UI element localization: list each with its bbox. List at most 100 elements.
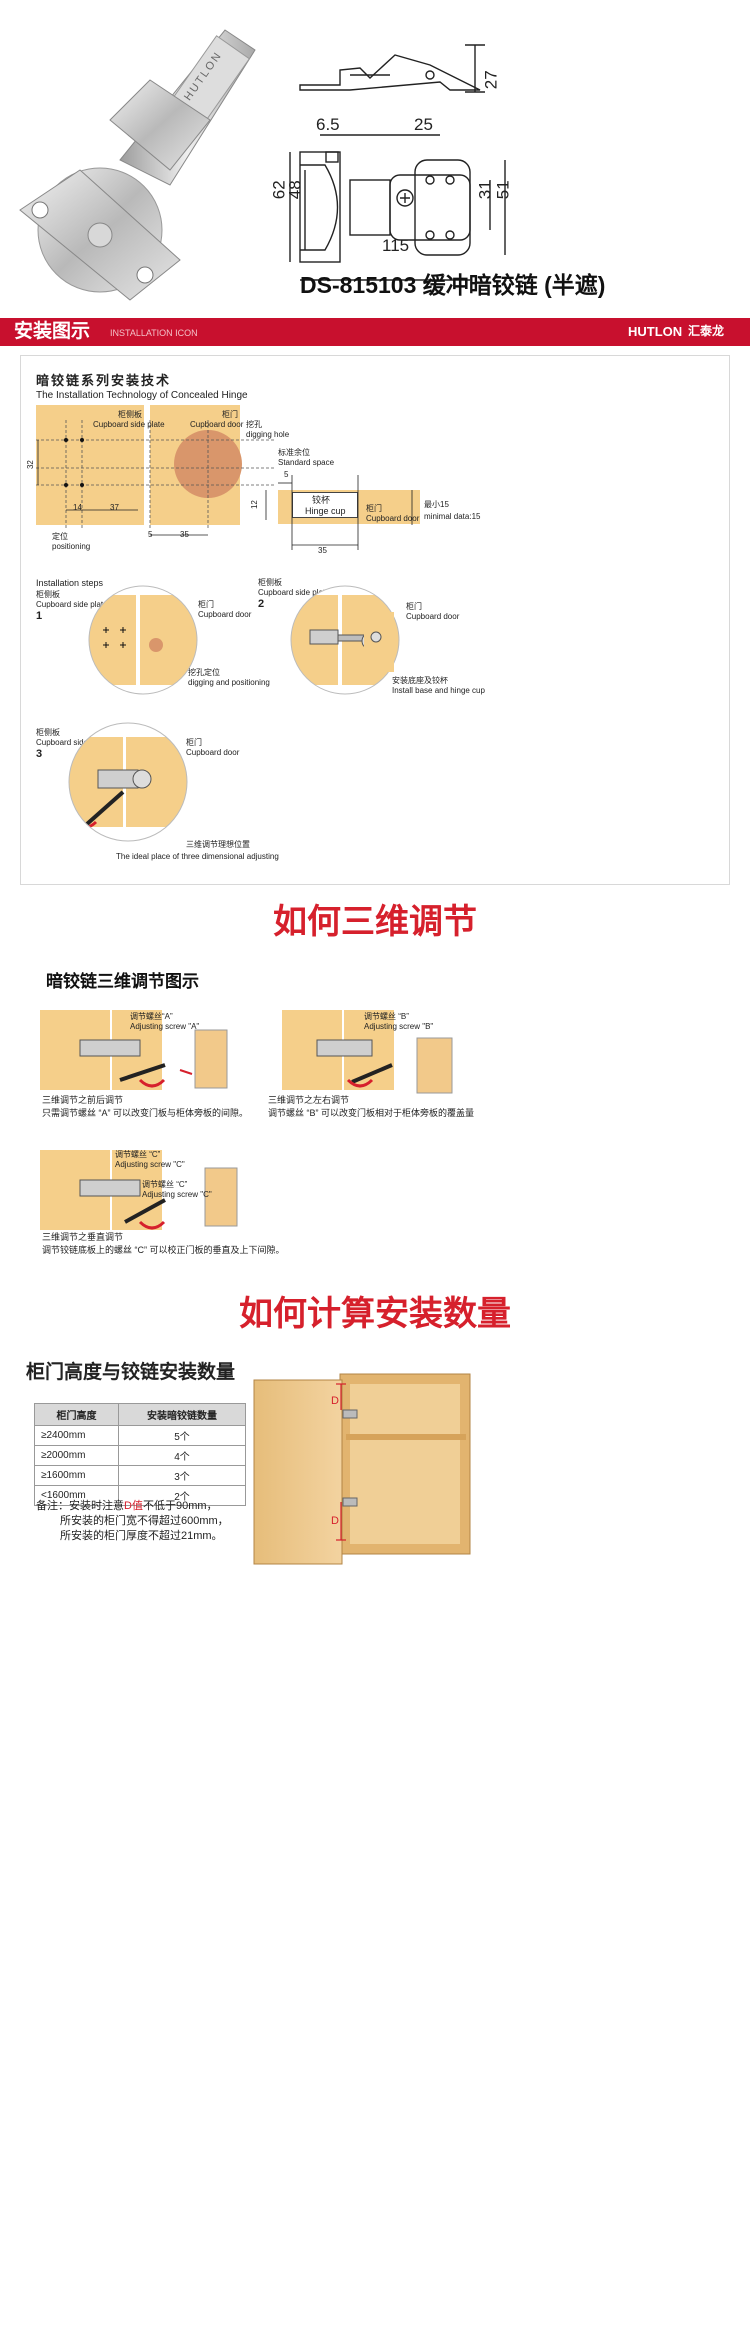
step2-side-en: Cupboard side plate (258, 588, 330, 597)
note-d-value: D值 (124, 1500, 143, 1512)
door-label-cn: 柜门 (222, 410, 238, 419)
table-row: ≥1600mm 3个 (34, 1465, 246, 1486)
table-cell: 5个 (118, 1425, 246, 1446)
dim-48: 48 (285, 180, 305, 200)
install-top-lines (36, 420, 276, 536)
min-data-cn: 最小15 (424, 500, 449, 509)
min-data-en: minimal data:15 (424, 512, 481, 521)
table-header-height: 柜门高度 (34, 1403, 119, 1426)
side-plate-label-en: Cupboard side plate (93, 420, 165, 429)
adjust-c-illustration (40, 1150, 238, 1230)
dim-5b-label: 5 (284, 470, 289, 479)
hinge-photo (19, 29, 256, 301)
adjust-b-label-en: Adjusting screw "B" (364, 1022, 434, 1031)
step1-number: 1 (36, 610, 43, 622)
side-plate-diagram (36, 405, 144, 525)
product-header: HUTLON (0, 0, 750, 318)
table-cell: 2个 (118, 1485, 246, 1506)
install-heading-cn: 暗铰链系列安装技术 (36, 373, 172, 388)
table-row: ≥2400mm 5个 (34, 1425, 246, 1446)
brand-logo-cn: 汇泰龙 (688, 324, 725, 338)
install-steps-label: Installation steps (36, 578, 104, 588)
dim-27: 27 (481, 70, 501, 90)
step3-side-cn: 柜侧板 (36, 728, 60, 737)
adjust-c-label1-cn: 调节螺丝 “C” (115, 1150, 161, 1159)
adjust-b-illustration (282, 1010, 453, 1094)
adjust-c-label2-cn: 调节螺丝 “C” (142, 1180, 188, 1189)
positioning-label-cn: 定位 (52, 532, 68, 541)
step3-door-en: Cupboard door (186, 748, 240, 757)
step3-note-en: The ideal place of three dimensional adj… (116, 852, 279, 861)
cabinet-illustration (253, 1373, 471, 1565)
step2-door-en: Cupboard door (406, 612, 460, 621)
adjust-c-title: 三维调节之垂直调节 (42, 1232, 124, 1242)
step1-side-en: Cupboard side plate (36, 600, 108, 609)
dim-25: 25 (414, 115, 433, 134)
adjust-a-label-en: Adjusting screw "A" (130, 1022, 200, 1031)
adjust-a-title: 三维调节之前后调节 (42, 1095, 124, 1105)
digging-label-en: digging hole (246, 430, 290, 439)
step1-side-cn: 柜侧板 (36, 590, 60, 599)
positioning-label-en: positioning (52, 542, 91, 551)
table-cell: 3个 (118, 1465, 246, 1486)
quantity-subtitle: 柜门高度与铰链安装数量 (26, 1362, 236, 1383)
step3-note-cn: 三维调节理想位置 (186, 840, 250, 849)
dim-31: 31 (475, 180, 495, 200)
step3-side-en: Cupboard side plate (36, 738, 108, 747)
adjust-b-title: 三维调节之左右调节 (268, 1095, 350, 1105)
installation-banner: 安装图示 INSTALLATION ICON HUTLON 汇泰龙 (0, 318, 750, 346)
dim-32-label: 32 (25, 460, 35, 470)
quantity-note-line3: 所安装的柜门厚度不超过21mm。 (60, 1530, 223, 1542)
hinge-cup-cn: 铰杯 (312, 495, 331, 505)
step1-circle (88, 585, 198, 695)
dim-115: 115 (382, 236, 410, 255)
cabinet-d-top: D (331, 1395, 339, 1407)
step3-number: 3 (36, 748, 43, 760)
hinge-cup-diagram (292, 492, 358, 518)
table-row: ≥2000mm 4个 (34, 1445, 246, 1466)
step2-door-cn: 柜门 (406, 602, 422, 611)
dim-12-label: 12 (249, 500, 259, 510)
step1-door-cn: 柜门 (198, 600, 214, 609)
table-cell: ≥1600mm (34, 1465, 119, 1486)
adjust-section-title: 如何三维调节 (273, 903, 477, 941)
adjust-a-desc: 只需调节螺丝 “A” 可以改变门板与柜体旁板的间隙。 (42, 1108, 248, 1118)
side-plate-label-cn: 柜侧板 (118, 410, 142, 419)
table-cell: 4个 (118, 1445, 246, 1466)
quantity-note-line2: 所安装的柜门宽不得超过600mm， (60, 1515, 229, 1527)
dim-35-label: 35 (180, 530, 189, 539)
door2-en: Cupboard door (366, 514, 420, 523)
hinge-cup-en: Hinge cup (305, 506, 346, 516)
adjust-a-label-cn: 调节螺丝“A” (130, 1012, 173, 1021)
installation-panel (20, 355, 730, 885)
step2-side-cn: 柜侧板 (258, 578, 282, 587)
hinge-dimension-drawing (289, 44, 506, 281)
step3-circle (68, 722, 188, 842)
install-heading-en: The Installation Technology of Concealed… (36, 390, 248, 401)
quantity-section-title: 如何计算安装数量 (239, 1295, 511, 1333)
quantity-note-line1: 备注：安装时注意D值不低于90mm， (36, 1500, 218, 1513)
hinge-quantity-table: 柜门高度 安装暗铰链数量 ≥2400mm 5个 ≥2000mm 4个 ≥1600… (34, 1403, 246, 1506)
dim-35b-label: 35 (318, 546, 327, 555)
table-row: <1600mm 2个 (34, 1485, 246, 1506)
step2-note-cn: 安装底座及铰杯 (392, 676, 448, 685)
note-prefix: 备注：安装时注意 (36, 1500, 124, 1512)
adjust-subtitle: 暗铰链三维调节图示 (46, 972, 199, 991)
dim-14-label: 14 (73, 503, 82, 512)
step2-note-en: Install base and hinge cup (392, 686, 485, 695)
installation-banner-subtitle: INSTALLATION ICON (110, 328, 198, 338)
step3-door-cn: 柜门 (186, 738, 202, 747)
installation-banner-title: 安装图示 (14, 321, 91, 342)
step1-door-en: Cupboard door (198, 610, 252, 619)
table-header-count: 安装暗铰链数量 (118, 1403, 246, 1426)
table-cell: <1600mm (34, 1485, 119, 1506)
door-label-en: Cupboard door (190, 420, 244, 429)
std-space-en: Standard space (278, 458, 335, 467)
adjust-c-desc: 调节铰链底板上的螺丝 “C” 可以校正门板的垂直及上下间隙。 (42, 1245, 285, 1255)
brand-logo-text: HUTLON (628, 324, 683, 339)
table-cell: ≥2400mm (34, 1425, 119, 1446)
std-space-cn: 标准余位 (278, 448, 310, 457)
cabinet-d-bottom: D (331, 1515, 339, 1527)
std-space-lines (265, 475, 413, 550)
dim-5-label: 5 (148, 530, 153, 539)
